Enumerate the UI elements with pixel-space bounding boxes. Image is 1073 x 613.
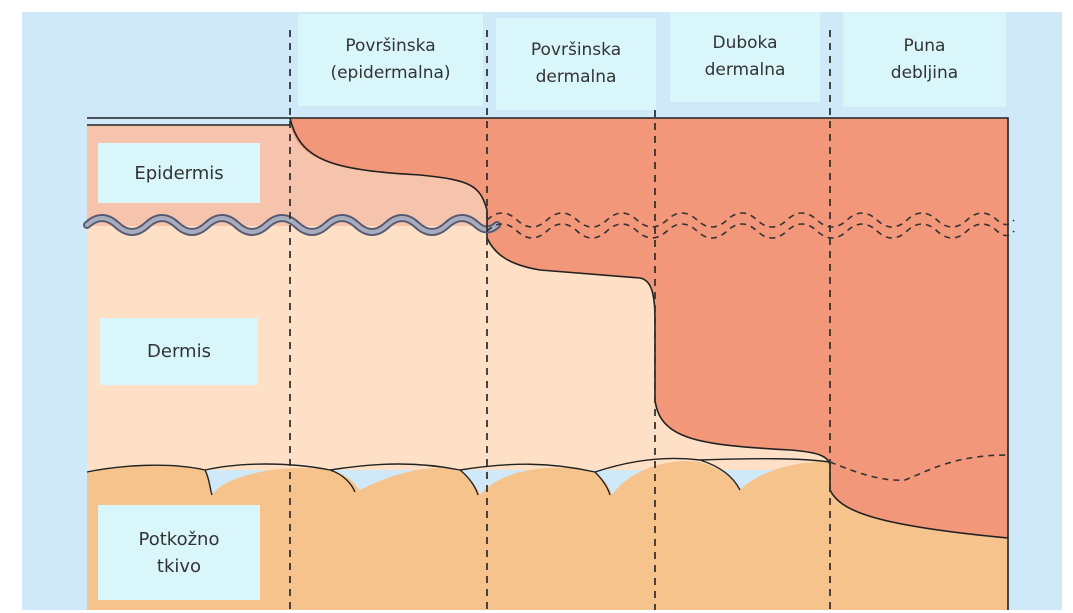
column-label-superficial-epidermal: Površinska (epidermalna) bbox=[298, 14, 483, 106]
column-label-deep-dermal: Duboka dermalna bbox=[670, 12, 820, 102]
layer-label-dermis: Dermis bbox=[100, 318, 258, 385]
layer-label-epidermis: Epidermis bbox=[98, 143, 260, 203]
layer-label-subcutaneous: Potkožno tkivo bbox=[98, 505, 260, 600]
column-label-superficial-dermal: Površinska dermalna bbox=[496, 18, 656, 110]
column-label-full-thickness: Puna debljina bbox=[843, 12, 1006, 107]
